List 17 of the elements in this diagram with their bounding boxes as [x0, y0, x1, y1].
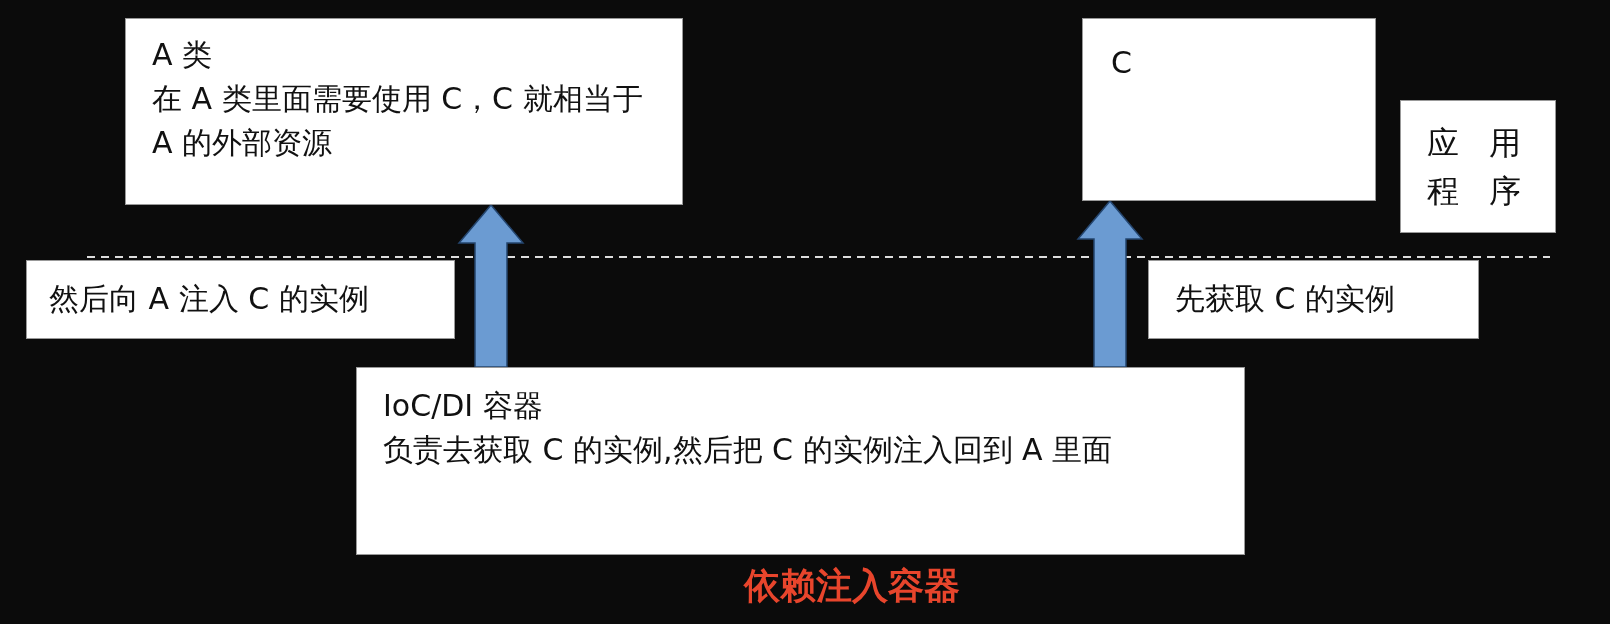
box-text: 在 A 类里面需要使用 C，C 就相当于 A 的外部资源 — [152, 80, 644, 162]
caption: 依赖注入容器 — [744, 565, 960, 606]
step-box — [1148, 260, 1479, 339]
block-arrow — [1076, 199, 1144, 368]
box-text: 负责去获取 C 的实例,然后把 C 的实例注入回到 A 里面 — [383, 431, 1114, 469]
block-arrow — [457, 203, 525, 368]
box-text: 先获取 C 的实例 — [1175, 280, 1397, 318]
application-box — [1400, 100, 1556, 233]
box-text: 应用程序 — [1427, 123, 1552, 212]
box-heading: A 类 — [152, 36, 214, 74]
step-box — [26, 260, 455, 339]
box-heading: IoC/DI 容器 — [383, 387, 544, 425]
class-box — [125, 18, 683, 205]
class-box — [1082, 18, 1376, 201]
box-text: 然后向 A 注入 C 的实例 — [49, 280, 370, 318]
container-box — [356, 367, 1245, 555]
box-text: C — [1111, 44, 1133, 82]
